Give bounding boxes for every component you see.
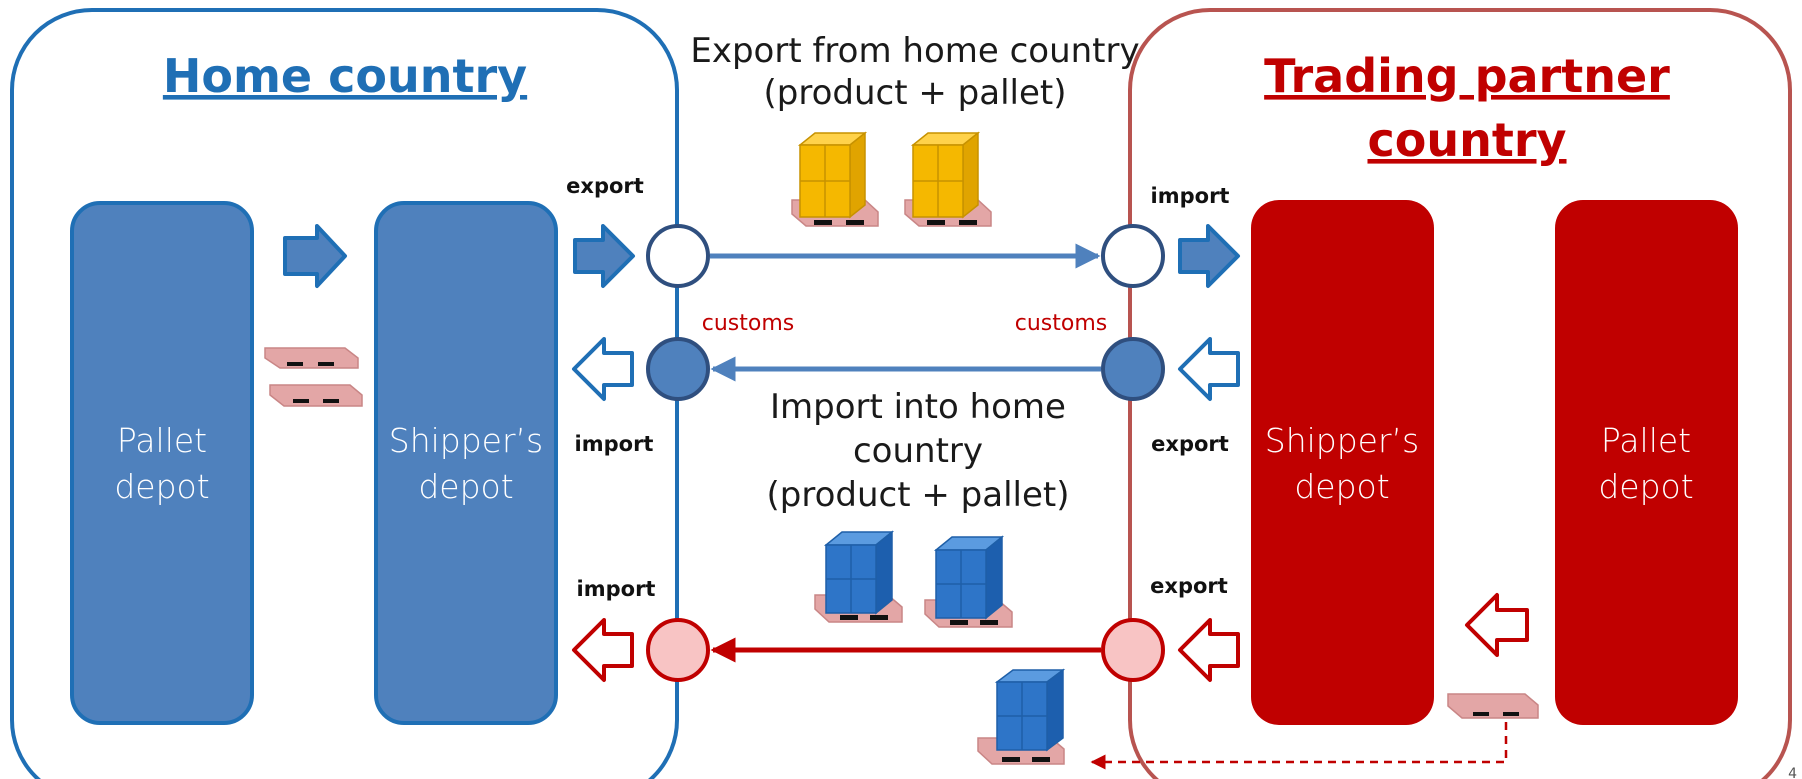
export-arrow-left-icon <box>573 224 635 288</box>
blue-cargo-pallet-icon <box>977 668 1066 765</box>
page-number: 4 <box>1788 766 1797 779</box>
partner-country-region: Trading partner country Shipper’s depot … <box>1128 8 1792 779</box>
import-heading-line1: Import into home <box>770 387 1066 427</box>
import-heading-line2: country <box>853 431 983 471</box>
partner-transfer-arrow-icon <box>1465 593 1529 657</box>
partner-shipper-depot-label-1: Shipper’s <box>1265 421 1419 460</box>
tag-import-top-right: import <box>1151 184 1230 208</box>
home-shipper-depot-label-1: Shipper’s <box>389 421 543 460</box>
customs-node-export-partner <box>1101 224 1165 288</box>
empty-pallet-icon <box>1447 693 1539 719</box>
yellow-cargo-pallet-icon <box>904 131 992 227</box>
customs-label-left: customs <box>702 311 794 336</box>
import-heading-line3: (product + pallet) <box>767 475 1070 515</box>
home-pallet-depot <box>70 201 254 725</box>
home-country-region: Home country Pallet depot Shipper’s depo… <box>10 8 679 779</box>
empty-pallet-icon <box>269 384 363 407</box>
partner-shipper-depot-label-2: depot <box>1294 467 1389 506</box>
customs-node-export-home <box>646 224 710 288</box>
tag-import-bottom-left: import <box>577 577 656 601</box>
export-heading-line1: Export from home country <box>690 31 1139 71</box>
empty-pallet-icon <box>264 347 359 369</box>
home-country-title: Home country <box>163 49 527 103</box>
export-arrow-mid-right-icon <box>1178 337 1240 401</box>
home-country-border <box>10 8 679 779</box>
import-arrow-right-icon <box>1178 224 1240 288</box>
partner-pallet-depot <box>1555 200 1738 725</box>
partner-country-title-line2: country <box>1367 113 1566 167</box>
home-transfer-arrow-icon <box>283 224 347 288</box>
export-heading-line2: (product + pallet) <box>764 73 1067 113</box>
customs-node-pallet-home <box>646 618 710 682</box>
tag-import-mid-left: import <box>575 432 654 456</box>
blue-cargo-pallet-icon <box>924 535 1013 628</box>
export-arrow-bottom-right-icon <box>1178 618 1240 682</box>
partner-pallet-depot-label-1: Pallet <box>1601 421 1691 460</box>
customs-label-right: customs <box>1015 311 1107 336</box>
customs-node-import-partner <box>1101 337 1165 401</box>
import-arrow-bottom-left-icon <box>572 618 634 682</box>
home-shipper-depot-label-2: depot <box>418 467 513 506</box>
partner-shipper-depot <box>1251 200 1434 725</box>
customs-node-pallet-partner <box>1101 618 1165 682</box>
pallet-return-dashed-path <box>1090 722 1508 770</box>
partner-country-border <box>1128 8 1792 779</box>
home-pallet-depot-label-2: depot <box>114 467 209 506</box>
tag-export-mid-right: export <box>1151 432 1229 456</box>
home-pallet-depot-label-1: Pallet <box>117 421 207 460</box>
tag-export-bottom-right: export <box>1150 574 1228 598</box>
import-arrow-mid-left-icon <box>572 337 634 401</box>
customs-node-import-home <box>646 337 710 401</box>
home-shipper-depot <box>374 201 558 725</box>
blue-cargo-pallet-icon <box>814 530 903 623</box>
partner-pallet-depot-label-2: depot <box>1598 467 1693 506</box>
tag-export-top-left: export <box>566 174 644 198</box>
yellow-cargo-pallet-icon <box>791 131 879 227</box>
partner-country-title-line1: Trading partner <box>1264 49 1670 103</box>
